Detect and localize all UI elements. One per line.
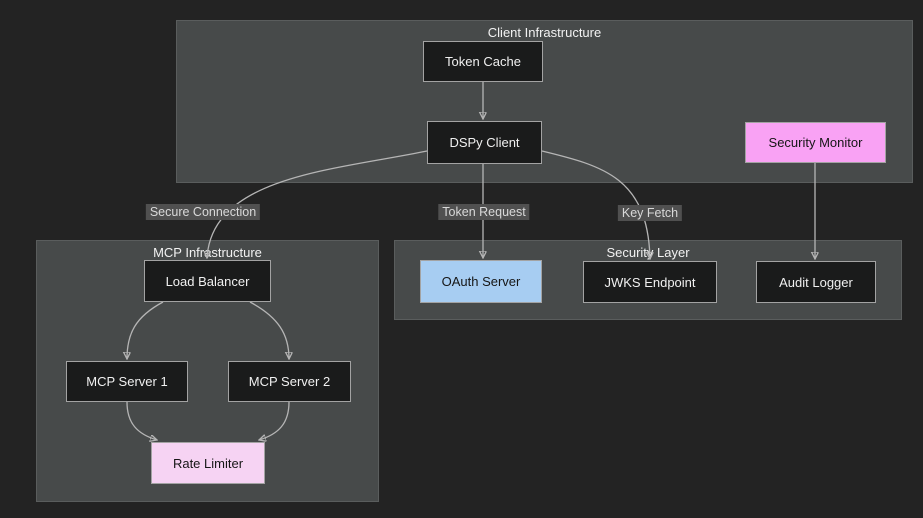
node-label-rate-limiter: Rate Limiter xyxy=(172,455,244,471)
node-oauth-server: OAuth Server xyxy=(420,260,542,303)
edge-mcp-server-1-to-rate-limiter xyxy=(126,401,157,440)
node-token-cache: Token Cache xyxy=(423,41,543,82)
node-jwks-endpoint: JWKS Endpoint xyxy=(583,261,717,303)
node-label-mcp-server-1: MCP Server 1 xyxy=(86,374,168,389)
edge-label-key-fetch: Key Fetch xyxy=(617,205,683,221)
node-label-load-balancer: Load Balancer xyxy=(165,273,250,289)
edge-dspy-client-to-load-balancer xyxy=(207,150,428,258)
node-label-security-monitor: Security Monitor xyxy=(768,135,863,150)
node-rate-limiter: Rate Limiter xyxy=(151,442,265,484)
node-mcp-server-2: MCP Server 2 xyxy=(228,361,351,402)
node-security-monitor: Security Monitor xyxy=(745,122,886,163)
container-client-infrastructure: Client Infrastructure xyxy=(176,20,913,183)
node-mcp-server-1: MCP Server 1 xyxy=(66,361,188,402)
node-label-mcp-server-2: MCP Server 2 xyxy=(248,374,331,389)
node-dspy-client: DSPy Client xyxy=(427,121,542,164)
node-label-dspy-client: DSPy Client xyxy=(449,135,520,150)
container-title-client-infrastructure: Client Infrastructure xyxy=(487,25,602,40)
node-load-balancer: Load Balancer xyxy=(144,260,271,302)
node-label-audit-logger: Audit Logger xyxy=(779,274,853,290)
edge-label-secure-connection: Secure Connection xyxy=(145,204,261,220)
node-label-oauth-server: OAuth Server xyxy=(441,274,521,289)
edge-dspy-client-to-jwks-endpoint xyxy=(541,150,650,259)
edge-load-balancer-to-mcp-server-1 xyxy=(127,301,164,359)
node-audit-logger: Audit Logger xyxy=(756,261,876,303)
edge-load-balancer-to-mcp-server-2 xyxy=(249,301,289,359)
edge-mcp-server-2-to-rate-limiter xyxy=(259,401,290,440)
node-label-jwks-endpoint: JWKS Endpoint xyxy=(604,274,696,290)
node-label-token-cache: Token Cache xyxy=(445,54,521,69)
edge-label-token-request: Token Request xyxy=(438,204,530,220)
